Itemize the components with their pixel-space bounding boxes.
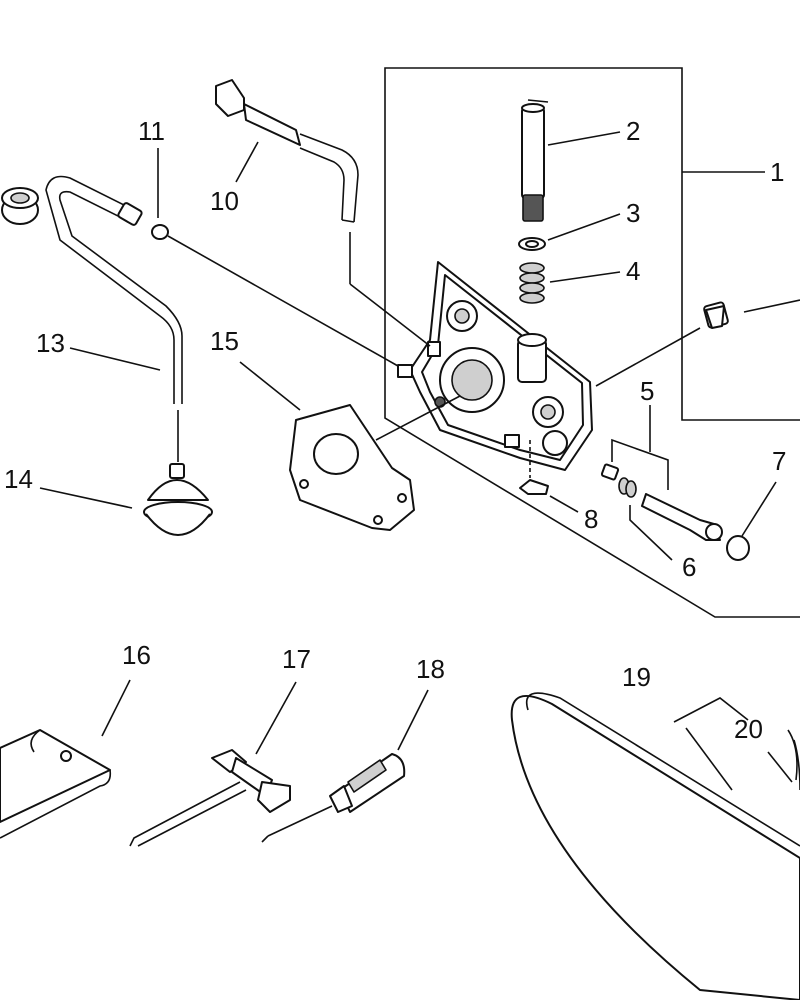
part-cap-7 xyxy=(726,481,777,561)
label-part-8: 8 xyxy=(584,504,598,534)
part-group-5 xyxy=(611,405,669,490)
label-part-13: 13 xyxy=(36,328,65,358)
part-cover-16 xyxy=(0,679,131,839)
label-part-14: 14 xyxy=(4,464,33,494)
label-part-18: 18 xyxy=(416,654,445,684)
part-washer-3 xyxy=(518,213,621,251)
part-chain-20 xyxy=(767,729,800,791)
label-part-16: 16 xyxy=(122,640,151,670)
label-part-5: 5 xyxy=(640,376,654,406)
label-part-4: 4 xyxy=(626,256,640,286)
part-screwdriver-18 xyxy=(261,689,429,843)
part-6-leader xyxy=(629,505,673,561)
label-part-2: 2 xyxy=(626,116,640,146)
part-wrench-17 xyxy=(129,681,297,847)
part-screw xyxy=(703,299,800,329)
part-spring-4 xyxy=(519,262,621,304)
part-clamp-11 xyxy=(151,148,399,367)
part-filter-14 xyxy=(39,463,213,536)
part-gasket-15 xyxy=(239,361,461,531)
label-part-3: 3 xyxy=(626,198,640,228)
part-clip-8 xyxy=(519,440,579,513)
label-part-17: 17 xyxy=(282,644,311,674)
label-part-6: 6 xyxy=(682,552,696,582)
assembly-bracket-1 xyxy=(384,67,800,618)
label-part-20: 20 xyxy=(734,714,763,744)
label-part-7: 7 xyxy=(772,446,786,476)
oil-pump-body xyxy=(397,261,593,471)
part-pipe-13 xyxy=(45,175,183,462)
part-guidebar-19 xyxy=(510,692,800,1000)
label-part-10: 10 xyxy=(210,186,239,216)
part-gear-shaft xyxy=(600,463,723,541)
label-part-11: 11 xyxy=(138,116,165,146)
label-part-1: 1 xyxy=(770,157,784,187)
label-part-19: 19 xyxy=(622,662,651,692)
label-part-15: 15 xyxy=(210,326,239,356)
part-hose-10 xyxy=(215,79,431,347)
part-grommet xyxy=(1,187,39,225)
part-shaft-2 xyxy=(521,99,621,222)
